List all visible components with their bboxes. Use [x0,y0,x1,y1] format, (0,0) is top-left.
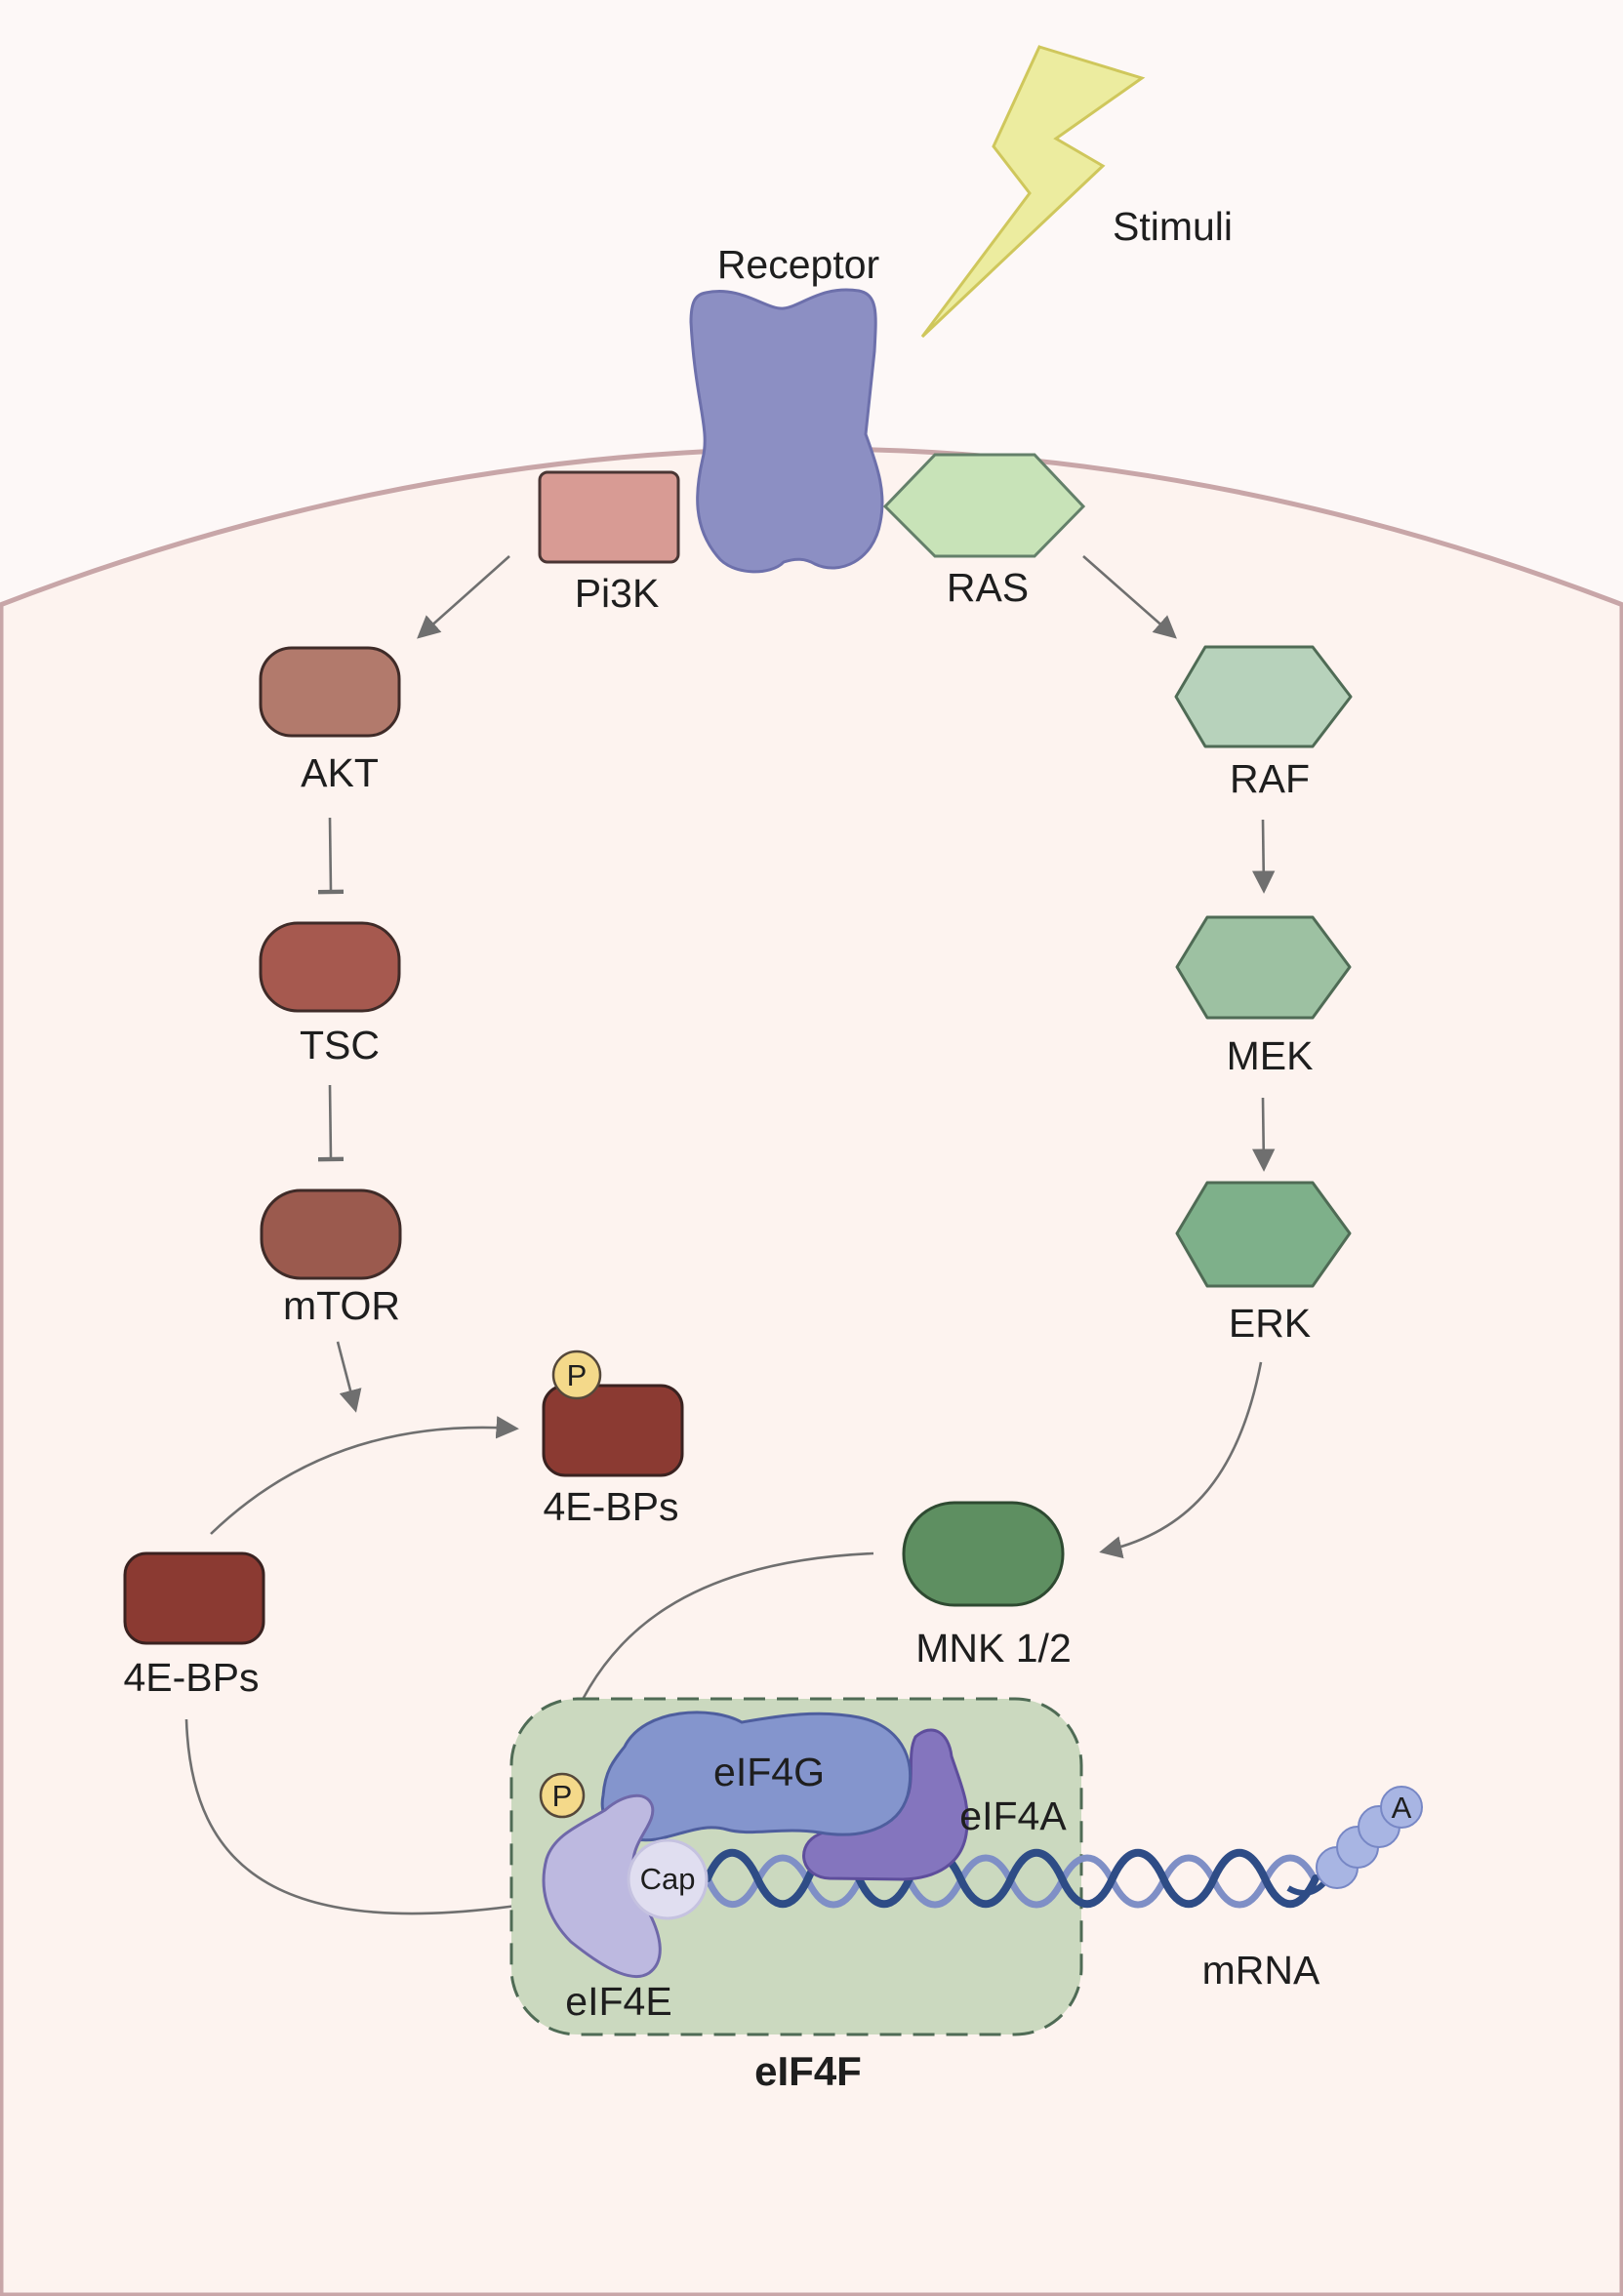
eif4e-label: eIF4E [565,1979,671,2024]
inhibit-4ebp-to-eif4e [184,1718,542,1916]
tsc-label: TSC [300,1023,380,1067]
cell-membrane-edge [0,605,1623,2296]
erk-label: ERK [1229,1301,1311,1346]
akt-node [259,646,401,738]
polya-label: A [1392,1791,1412,1825]
akt-label: AKT [301,750,379,795]
arrow-erk-to-mnk [1099,1361,1263,1559]
mtor-node [260,1188,402,1280]
inhibit-tsc-to-mtor [317,1084,345,1162]
4ebps-label: 4E-BPs [124,1655,260,1700]
mek-node [1175,915,1352,1020]
arrow-raf-to-mek [1252,819,1276,894]
ras-label: RAS [947,565,1029,610]
4ebps-node [123,1551,265,1645]
inhibit-akt-to-tsc [317,817,345,895]
stimuli-label: Stimuli [1113,204,1233,249]
mnk-label: MNK 1/2 [915,1626,1072,1671]
receptor-label: Receptor [717,242,879,287]
arrow-pi3k-to-akt [417,555,510,639]
arrow-4ebp-to-phospho [210,1416,519,1535]
erk-node [1175,1181,1352,1288]
mtor-label: mTOR [283,1283,400,1328]
phospho-4ebp-label: P [567,1358,588,1392]
4ebps-phospho-node [542,1384,684,1477]
mek-label: MEK [1227,1033,1314,1078]
arrow-mek-to-erk [1252,1097,1276,1172]
arrow-mnk-to-eif4e [561,1551,874,1741]
mrna-strand-front [704,1848,1319,1909]
pi3k-label: Pi3K [575,571,660,616]
polya-bead-4 [1380,1786,1423,1829]
raf-node [1174,645,1353,748]
ras-node [882,453,1086,558]
mrna-label: mRNA [1202,1948,1320,1993]
phospho-eif4e-label: P [552,1779,573,1813]
eif4a-label: eIF4A [959,1793,1067,1838]
raf-label: RAF [1230,756,1310,801]
arrow-mtor-to-4ebp [336,1341,362,1413]
cap-label: Cap [640,1862,696,1896]
eif4g-label: eIF4G [713,1750,825,1794]
receptor-protein [689,288,884,574]
eif4e-protein [542,1793,662,1979]
arrow-ras-to-raf [1082,555,1177,639]
mnk-node [902,1501,1065,1607]
eif4f-label: eIF4F [754,2048,862,2094]
tsc-node [259,921,401,1013]
phospho-eif4e-badge [539,1772,586,1819]
stimuli-lightning-icon [920,45,1146,339]
phospho-4ebp-badge [551,1349,602,1400]
cap-structure [627,1838,709,1920]
4ebps-phospho-label: 4E-BPs [544,1484,679,1529]
pi3k-node [538,470,680,564]
